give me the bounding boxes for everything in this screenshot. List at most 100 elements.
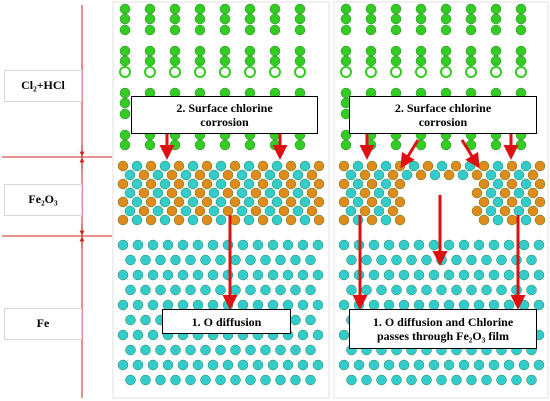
iron-atom bbox=[485, 187, 497, 199]
oxygen-atom bbox=[359, 187, 371, 199]
chlorine-atom bbox=[365, 3, 377, 15]
iron-atom bbox=[131, 214, 143, 226]
iron-atom bbox=[466, 284, 477, 296]
iron-atom bbox=[488, 359, 500, 371]
iron-atom bbox=[492, 214, 504, 226]
iron-atom bbox=[496, 284, 507, 296]
iron-atom bbox=[496, 254, 507, 266]
chlorine-atom bbox=[269, 3, 281, 15]
chlorine-atom bbox=[169, 66, 181, 78]
chlorine-atom bbox=[244, 13, 256, 25]
iron-atom bbox=[162, 359, 174, 371]
chlorine-atom bbox=[219, 13, 231, 25]
chlorine-atom bbox=[194, 45, 206, 57]
oxygen-atom bbox=[138, 205, 150, 217]
iron-atom bbox=[451, 254, 462, 266]
oxygen-atom bbox=[478, 214, 490, 226]
iron-atom bbox=[230, 344, 241, 356]
iron-atom bbox=[155, 254, 166, 266]
iron-atom bbox=[466, 254, 477, 266]
chlorine-atom bbox=[144, 139, 156, 151]
chlorine-atom bbox=[515, 24, 527, 36]
iron-atom bbox=[132, 239, 144, 251]
chlorine-atom bbox=[219, 3, 231, 15]
iron-atom bbox=[117, 299, 129, 311]
iron-atom bbox=[230, 374, 241, 386]
iron-atom bbox=[338, 299, 350, 311]
callout-right-surface-corrosion: 2. Surface chlorine corrosion bbox=[349, 96, 537, 134]
oxygen-atom bbox=[278, 169, 290, 181]
chlorine-atom bbox=[119, 3, 131, 15]
chlorine-atom bbox=[390, 3, 402, 15]
chlorine-atom bbox=[340, 66, 352, 78]
iron-atom bbox=[147, 299, 159, 311]
iron-atom bbox=[180, 205, 192, 217]
callout-right-top-line1: 2. Surface chlorine bbox=[394, 101, 492, 115]
oxygen-atom bbox=[117, 214, 129, 226]
iron-atom bbox=[361, 374, 372, 386]
chlorine-atom bbox=[490, 139, 502, 151]
iron-atom bbox=[125, 314, 136, 326]
chlorine-atom bbox=[169, 3, 181, 15]
iron-atom bbox=[215, 178, 227, 190]
chlorine-atom bbox=[390, 45, 402, 57]
chlorine-atom bbox=[194, 24, 206, 36]
chlorine-atom bbox=[415, 24, 427, 36]
iron-atom bbox=[305, 254, 316, 266]
chlorine-atom bbox=[294, 55, 306, 67]
iron-atom bbox=[346, 254, 357, 266]
iron-atom bbox=[185, 374, 196, 386]
chlorine-atom bbox=[294, 24, 306, 36]
iron-atom bbox=[207, 239, 219, 251]
chlorine-atom bbox=[390, 24, 402, 36]
oxygen-atom bbox=[278, 187, 290, 199]
iron-atom bbox=[518, 359, 530, 371]
iron-atom bbox=[481, 284, 492, 296]
iron-atom bbox=[282, 359, 294, 371]
chlorine-atom bbox=[465, 3, 477, 15]
iron-atom bbox=[492, 196, 504, 208]
oxygen-atom bbox=[285, 196, 297, 208]
iron-atom bbox=[503, 359, 515, 371]
callout-left-o-diffusion: 1. O diffusion bbox=[162, 309, 291, 334]
iron-atom bbox=[421, 284, 432, 296]
iron-atom bbox=[353, 359, 365, 371]
iron-atom bbox=[299, 214, 311, 226]
iron-atom bbox=[252, 239, 264, 251]
chlorine-atom bbox=[144, 55, 156, 67]
iron-atom bbox=[117, 329, 129, 341]
iron-atom bbox=[292, 169, 304, 181]
iron-atom bbox=[352, 160, 364, 172]
process-arrows bbox=[159, 134, 526, 310]
chlorine-atom bbox=[515, 13, 527, 25]
chlorine-atom bbox=[440, 24, 452, 36]
chlorine-atom bbox=[365, 66, 377, 78]
iron-atom bbox=[125, 284, 136, 296]
iron-atom bbox=[155, 344, 166, 356]
iron-atom bbox=[338, 359, 350, 371]
chlorine-atom bbox=[244, 45, 256, 57]
iron-atom bbox=[275, 344, 286, 356]
iron-atom bbox=[159, 178, 171, 190]
iron-atom bbox=[290, 254, 301, 266]
oxygen-atom bbox=[387, 205, 399, 217]
iron-atom bbox=[488, 239, 500, 251]
oxygen-atom bbox=[250, 205, 262, 217]
chlorine-atom bbox=[244, 139, 256, 151]
iron-atom bbox=[159, 196, 171, 208]
chlorine-atom bbox=[119, 129, 131, 141]
iron-atom bbox=[345, 187, 357, 199]
oxygen-atom bbox=[534, 160, 546, 172]
iron-atom bbox=[215, 344, 226, 356]
iron-atom bbox=[338, 329, 350, 341]
iron-atom bbox=[200, 374, 211, 386]
chlorine-atom bbox=[194, 139, 206, 151]
iron-atom bbox=[503, 269, 515, 281]
iron-atom bbox=[406, 254, 417, 266]
iron-atom bbox=[428, 239, 440, 251]
oxygen-atom bbox=[173, 214, 185, 226]
iron-atom bbox=[271, 178, 283, 190]
chlorine-atom bbox=[169, 139, 181, 151]
oxygen-atom bbox=[387, 169, 399, 181]
oxygen-atom bbox=[471, 205, 483, 217]
